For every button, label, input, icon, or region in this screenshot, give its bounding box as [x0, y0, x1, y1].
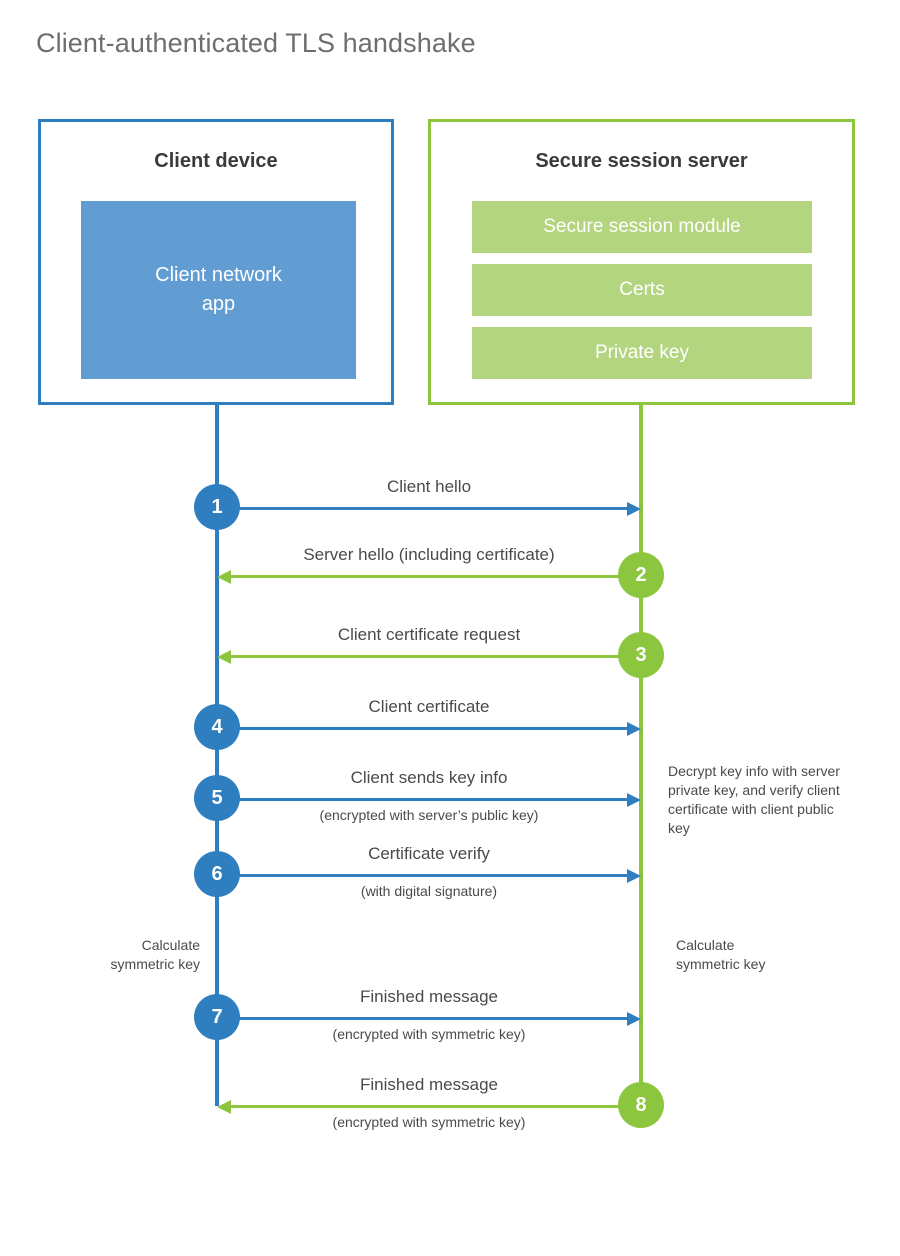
message-sublabel-7: (encrypted with symmetric key) [332, 1026, 526, 1042]
secure-session-server-title: Secure session server [535, 150, 748, 172]
step-circle-5: 5 [194, 775, 240, 821]
server-decrypt-note: Decrypt key info with server private key… [668, 763, 840, 836]
arrowhead-right-icon [627, 501, 641, 516]
arrowhead-left-icon [217, 649, 231, 664]
page-title: Client-authenticated TLS handshake [36, 28, 476, 58]
server-component-private-key: Private key [472, 327, 812, 379]
message-arrow-line-1 [217, 507, 636, 510]
message-arrow-line-2 [221, 575, 641, 578]
client-device-title: Client device [154, 150, 278, 172]
step-circle-6: 6 [194, 851, 240, 897]
arrowhead-right-icon [627, 792, 641, 807]
step-circle-1: 1 [194, 484, 240, 530]
arrowhead-right-icon [627, 721, 641, 736]
message-arrow-line-6 [217, 874, 636, 877]
message-sublabel-8: (encrypted with symmetric key) [332, 1114, 526, 1130]
message-arrow-line-8 [221, 1105, 641, 1108]
arrowhead-right-icon [627, 1011, 641, 1026]
message-label-2: Server hello (including certificate) [303, 545, 555, 564]
step-circle-3: 3 [618, 632, 664, 678]
message-label-1: Client hello [386, 477, 472, 496]
step-circle-8: 8 [618, 1082, 664, 1128]
message-label-6: Certificate verify [368, 844, 490, 863]
message-label-7: Finished message [360, 987, 498, 1006]
message-arrow-line-5 [217, 798, 636, 801]
step-circle-4: 4 [194, 704, 240, 750]
message-sublabel-5: (encrypted with server’s public key) [319, 807, 539, 823]
message-arrow-line-4 [217, 727, 636, 730]
arrowhead-left-icon [217, 569, 231, 584]
server-lifeline [639, 402, 643, 1106]
server-component-certs: Certs [472, 264, 812, 316]
message-arrow-line-3 [221, 655, 641, 658]
message-arrow-line-7 [217, 1017, 636, 1020]
arrowhead-right-icon [627, 868, 641, 883]
arrowhead-left-icon [217, 1099, 231, 1114]
step-circle-7: 7 [194, 994, 240, 1040]
server-component-secure-session-module: Secure session module [472, 201, 812, 253]
step-circle-2: 2 [618, 552, 664, 598]
message-label-5: Client sends key info [350, 768, 508, 787]
client-lifeline [215, 402, 219, 1106]
message-sublabel-6: (with digital signature) [360, 883, 498, 899]
message-label-8: Finished message [360, 1075, 498, 1094]
secure-session-server-box: Secure session server Secure session mod… [428, 119, 855, 405]
message-label-4: Client certificate [368, 697, 490, 716]
message-label-3: Client certificate request [337, 625, 521, 644]
